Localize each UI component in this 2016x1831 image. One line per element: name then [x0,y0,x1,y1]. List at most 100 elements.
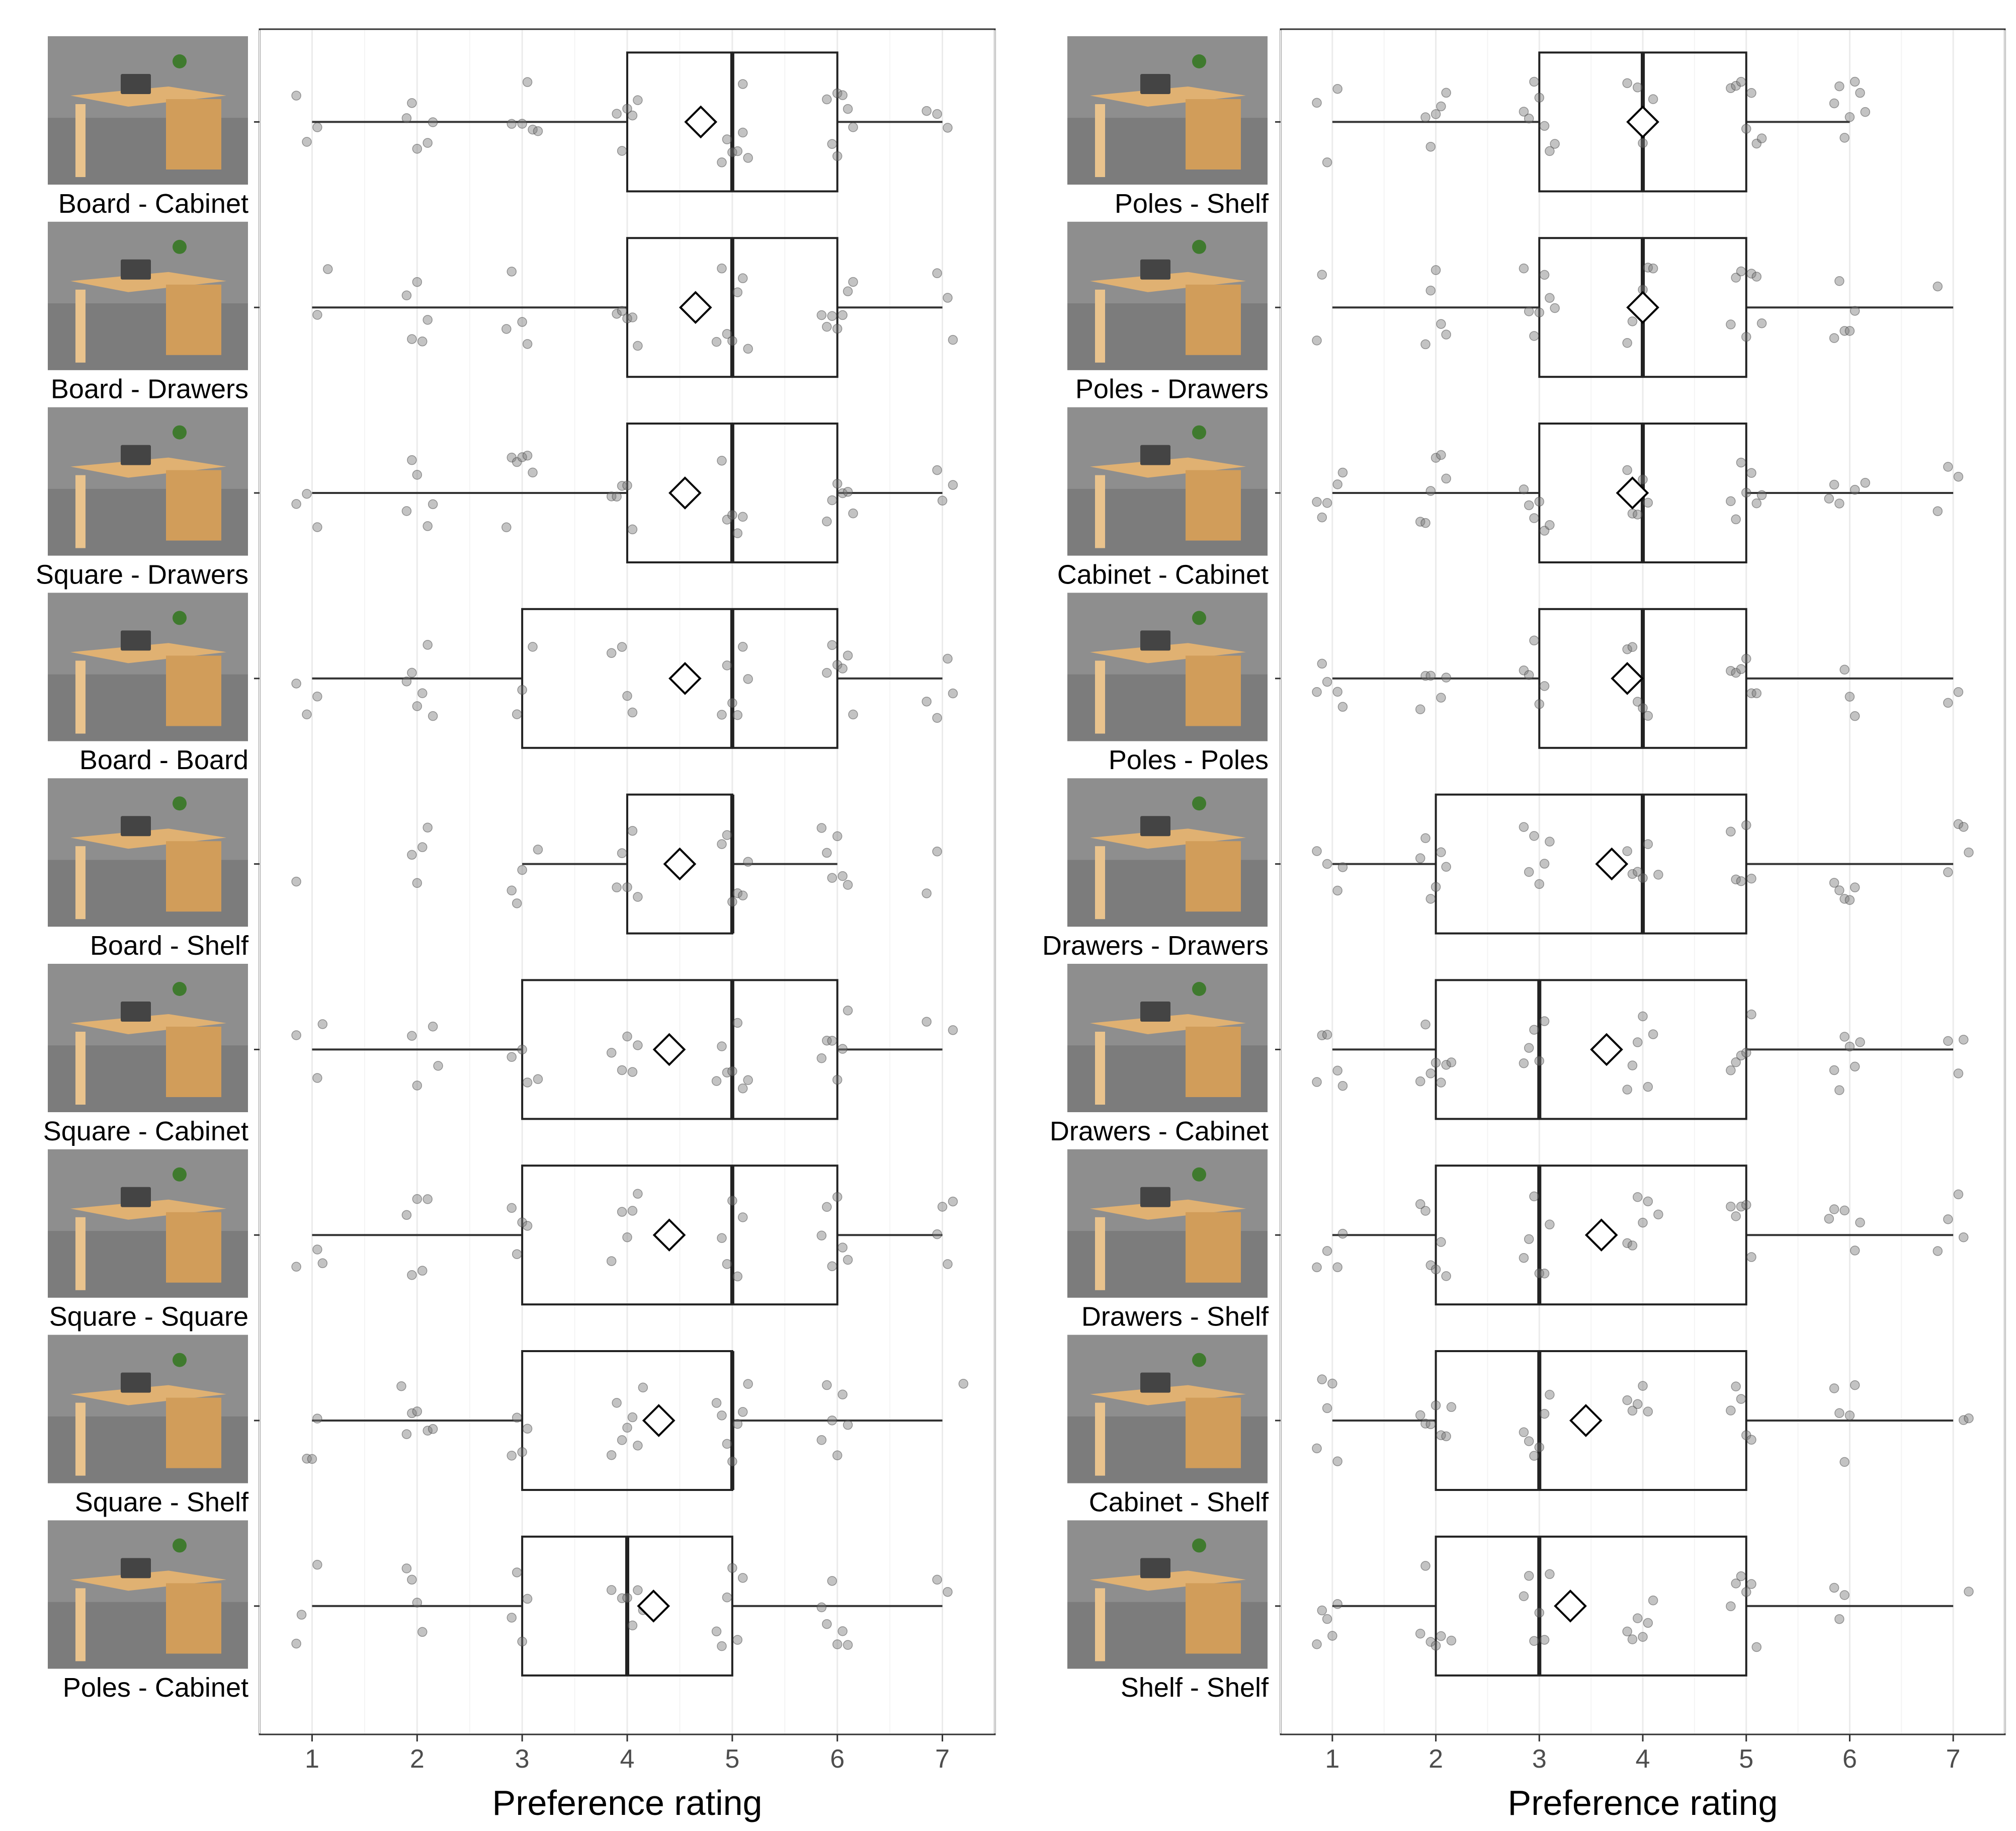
desk-pedestal [166,1397,221,1468]
data-point [1829,1583,1839,1593]
desk-top [70,1570,226,1591]
plant-icon [1192,982,1206,996]
data-point [737,1407,748,1417]
row-label: Board - Cabinet [58,189,248,219]
desk-cabinet-cabinet-image [1067,407,1268,556]
data-point [428,499,438,510]
data-point [921,1017,932,1027]
data-point [1958,822,1969,832]
data-point [1539,1408,1550,1419]
desk-top [1090,643,1246,663]
mean-diamond [1554,1589,1587,1623]
data-point [1332,84,1342,94]
desk-pedestal [166,1212,221,1283]
desk-leg [75,1032,86,1105]
data-point [1638,1217,1648,1228]
row-label: Square - Cabinet [43,1116,248,1146]
data-point [1632,1192,1643,1202]
data-point [1545,1569,1555,1579]
laptop-icon [1140,630,1170,651]
row-label: Cabinet - Cabinet [1057,559,1269,590]
plant-icon [173,1538,187,1553]
desk-poles-shelf-image [1067,36,1268,185]
data-point [1741,1047,1751,1058]
data-point [1431,109,1441,119]
data-point [717,263,727,274]
data-point [737,512,748,522]
boxplot-row: Cabinet - Cabinet [1057,407,1964,590]
data-point [1519,107,1529,117]
desk-pedestal [1186,841,1241,912]
desk-pedestal [1186,1212,1241,1283]
data-point [1529,635,1539,646]
data-point [407,455,417,465]
data-point [727,1456,737,1467]
data-point [1653,1209,1663,1220]
data-point [743,153,753,163]
data-point [507,1203,517,1213]
data-point [417,842,428,852]
desk-board-cabinet-image [48,36,248,185]
data-point [1322,1614,1332,1624]
data-point [612,1398,622,1408]
data-point [722,134,732,144]
laptop-icon [121,1002,151,1022]
plant-icon [1192,1167,1206,1182]
mean-diamond [637,1589,670,1623]
data-point [732,146,743,156]
data-point [732,1419,743,1429]
data-point [816,1053,827,1063]
desk-board-board-image [48,593,248,741]
data-point [732,287,743,297]
x-tick-label: 4 [620,1744,635,1774]
data-point [727,1066,737,1076]
desk-poles-poles-image [1067,593,1268,741]
data-point [1964,847,1974,858]
data-point [1648,1029,1658,1039]
data-point [423,521,433,531]
data-point [1839,1457,1850,1467]
data-point [1933,1246,1943,1256]
data-point [1534,1608,1545,1618]
iqr-box [521,979,838,1120]
mean-diamond [668,476,702,510]
data-point [606,1048,617,1058]
data-point [1436,1631,1446,1641]
boxplot-row: Board - Drawers [48,221,958,404]
data-point [717,1041,727,1051]
data-point [1322,1030,1332,1040]
data-point [606,1256,617,1266]
data-point [1312,687,1322,697]
data-point [1860,478,1871,488]
row-label: Square - Square [49,1302,248,1332]
boxplot-row: Square - Square [48,1149,958,1332]
x-tick-label: 7 [935,1744,950,1774]
data-point [1415,704,1425,714]
data-point [291,876,301,887]
data-point [401,290,412,301]
data-point [507,267,517,277]
data-point [1741,653,1751,664]
data-point [612,309,622,319]
data-point [843,104,853,114]
data-point [1643,1406,1653,1417]
mean-diamond [652,1218,686,1252]
data-point [633,341,643,351]
data-point [843,1006,853,1016]
data-point [1312,1639,1322,1649]
data-point [1539,859,1550,869]
data-point [1332,1262,1342,1272]
data-point [1431,1640,1441,1651]
data-point [401,1429,412,1439]
data-point [412,1080,423,1091]
desk-board-drawers-image [48,221,248,370]
data-point [717,1641,727,1651]
data-point [528,467,538,478]
data-point [1524,1043,1534,1053]
boxplot-row: Poles - Poles [1067,593,1964,775]
data-point [1632,82,1643,93]
data-point [1425,285,1436,296]
data-points [291,1559,953,1651]
data-point [317,1258,328,1269]
data-point [727,1196,737,1206]
